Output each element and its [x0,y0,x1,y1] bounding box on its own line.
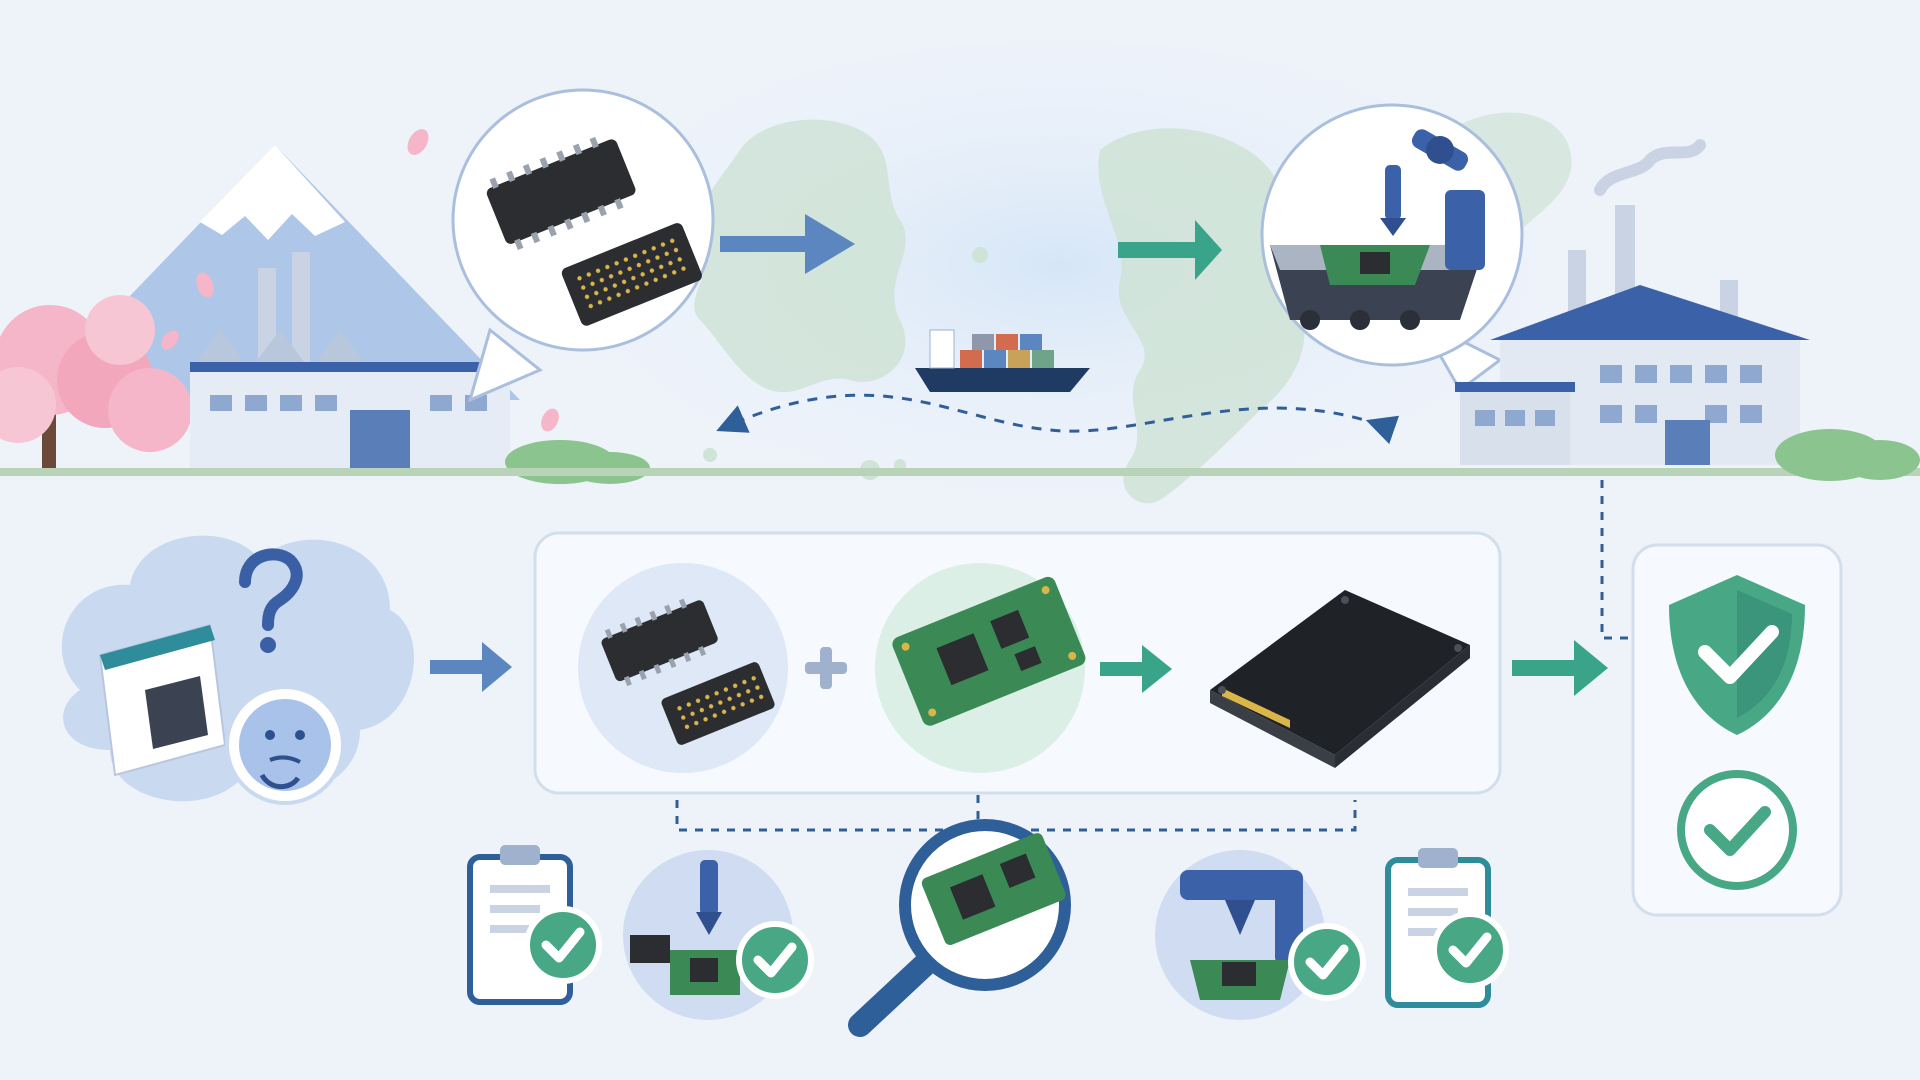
falling-petals [161,129,559,432]
clipboard-check-right [1385,848,1509,1008]
factory-to-verification-connector [1600,480,1630,640]
check-circle-icon [1431,911,1509,989]
magnifying-glass-icon [848,819,1071,1037]
thinking-face-icon [225,685,345,805]
pcb-circle [875,563,1086,773]
check-circle-icon [736,921,814,999]
flow-arrow-to-ssd [1100,645,1172,693]
robot-callout [1260,103,1524,393]
verification-panel [1631,543,1843,917]
clipboard-check-left [467,845,602,1005]
robot-arm-icon [1380,129,1485,270]
check-circle-icon [1288,923,1366,1001]
origin-factory-icon [190,252,510,468]
check-circle-icon [524,906,602,984]
map-landmass-west [694,119,906,393]
component-chips-circle [578,563,788,773]
flow-arrow-to-components [430,642,512,692]
flow-arrow-to-verification [1512,640,1608,696]
ssd-box-icon [98,623,227,777]
check-circle-icon [1677,770,1797,890]
memory-chip-icon [486,136,702,326]
circuit-board-icon [892,576,1086,726]
shield-check-icon [1669,575,1805,735]
bushes [505,440,650,484]
flow-arrow-to-assembly [1118,220,1222,280]
inspection-check-circle [1155,850,1366,1020]
placement-check-circle [623,850,814,1020]
plus-sign [805,647,847,689]
cargo-ship-icon [915,329,1090,392]
flow-arrow-to-ship [720,214,855,274]
shipping-route-dashed [716,393,1400,445]
circuit-board-on-belt [1320,245,1430,285]
chip-callout [451,88,715,403]
assembly-factory-icon [1455,139,1920,481]
cherry-blossom-tree-icon [0,295,192,470]
ground-line [0,468,1920,476]
confused-buyer [61,535,414,805]
ssd-drive-icon [1210,590,1470,768]
question-mark-icon [239,548,303,653]
